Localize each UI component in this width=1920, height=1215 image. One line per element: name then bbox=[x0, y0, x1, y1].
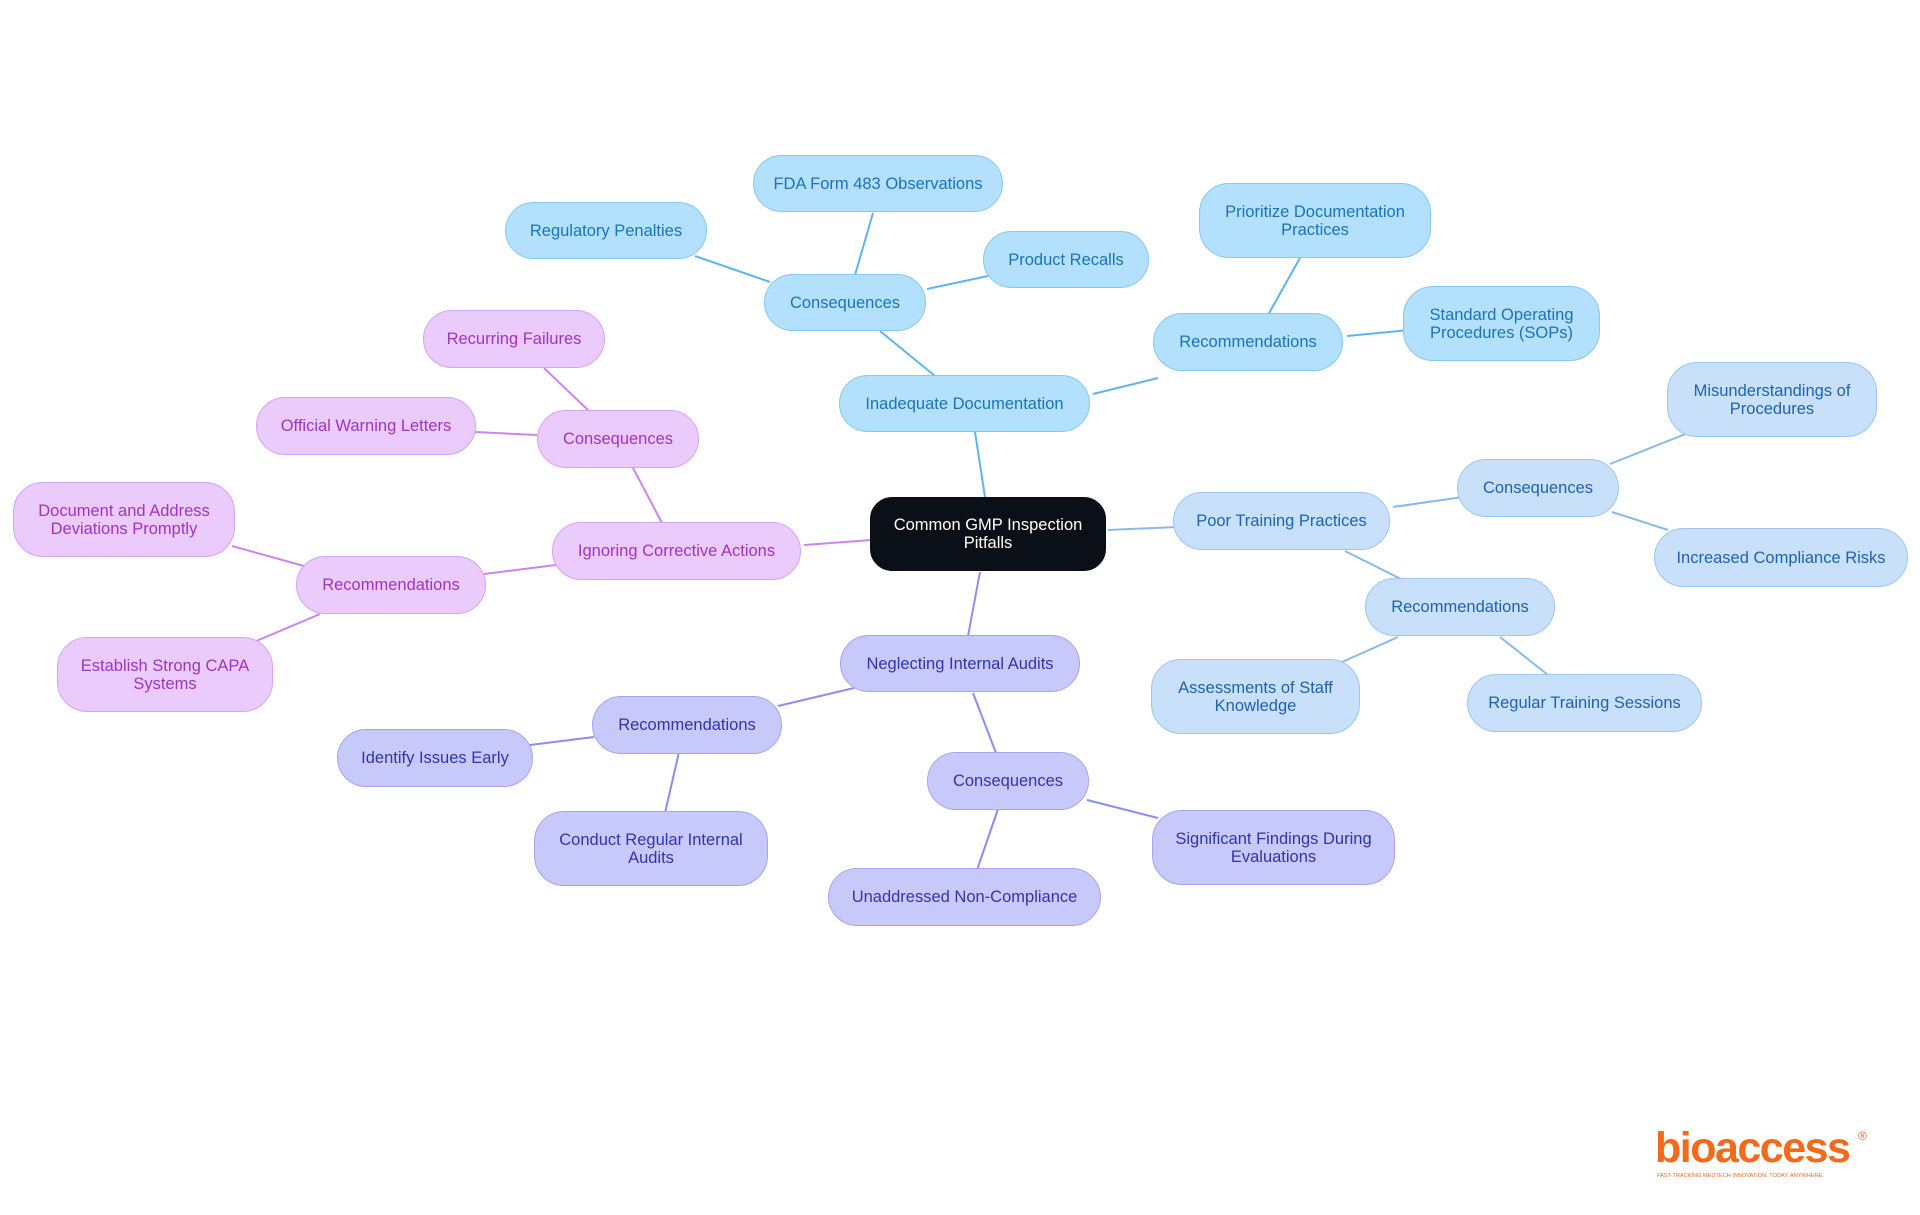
edge-root-training bbox=[1107, 526, 1178, 531]
edge-corrective-cons-warning bbox=[474, 431, 538, 436]
corrective-recommendation-document-deviations: Document and Address Deviations Promptly bbox=[13, 482, 235, 557]
edge-doc-cons-recalls bbox=[926, 275, 989, 290]
edge-audits-rec-identify bbox=[529, 736, 595, 746]
edge-root-doc bbox=[974, 431, 986, 498]
edge-corrective-rec-capa bbox=[253, 613, 321, 643]
edge-corrective-recommendations bbox=[483, 564, 557, 575]
audits-recommendations-node: Recommendations bbox=[592, 696, 782, 754]
edge-root-audits bbox=[967, 571, 981, 637]
logo-wordmark: bioaccess bbox=[1655, 1125, 1850, 1172]
edge-training-recommendations bbox=[1344, 550, 1404, 581]
edge-root-corrective bbox=[803, 539, 873, 546]
doc-consequence-fda-form-483: FDA Form 483 Observations bbox=[753, 155, 1003, 212]
edge-corrective-consequences bbox=[631, 465, 663, 524]
corrective-recommendation-capa-systems: Establish Strong CAPA Systems bbox=[57, 637, 273, 712]
edge-doc-rec-prioritize bbox=[1267, 257, 1301, 316]
edge-doc-recommendations bbox=[1092, 377, 1159, 395]
training-recommendations-node: Recommendations bbox=[1365, 578, 1555, 636]
corrective-consequence-warning-letters: Official Warning Letters bbox=[256, 397, 476, 455]
edge-doc-consequences bbox=[879, 330, 936, 377]
branch-neglecting-internal-audits: Neglecting Internal Audits bbox=[840, 635, 1080, 692]
edge-audits-consequences bbox=[972, 692, 997, 754]
training-recommendation-staff-assessments: Assessments of Staff Knowledge bbox=[1151, 659, 1360, 734]
edge-training-cons-misunderstandings bbox=[1609, 432, 1689, 465]
training-consequence-compliance-risks: Increased Compliance Risks bbox=[1654, 528, 1908, 587]
edge-doc-rec-sops bbox=[1346, 329, 1411, 337]
doc-consequences-node: Consequences bbox=[764, 274, 926, 331]
edge-training-cons-risks bbox=[1611, 511, 1669, 531]
edge-doc-cons-penalties bbox=[694, 255, 771, 283]
doc-recommendations-node: Recommendations bbox=[1153, 313, 1343, 371]
branch-inadequate-documentation: Inadequate Documentation bbox=[839, 375, 1090, 432]
edge-doc-cons-fda bbox=[854, 212, 874, 276]
edge-corrective-cons-recurring bbox=[543, 367, 590, 412]
audits-consequences-node: Consequences bbox=[927, 752, 1089, 810]
edge-training-rec-assessments bbox=[1339, 636, 1399, 664]
doc-recommendation-sops: Standard Operating Procedures (SOPs) bbox=[1403, 286, 1600, 361]
bioaccess-logo: bioaccess ® FAST-TRACKING MEDTECH INNOVA… bbox=[1655, 1125, 1867, 1179]
corrective-consequences-node: Consequences bbox=[537, 410, 699, 468]
training-consequences-node: Consequences bbox=[1457, 459, 1619, 517]
edge-corrective-rec-document bbox=[231, 545, 305, 567]
edge-audits-cons-unaddressed bbox=[976, 808, 999, 871]
doc-consequence-regulatory-penalties: Regulatory Penalties bbox=[505, 202, 707, 259]
audits-consequence-significant-findings: Significant Findings During Evaluations bbox=[1152, 810, 1395, 885]
branch-ignoring-corrective-actions: Ignoring Corrective Actions bbox=[552, 522, 801, 580]
audits-consequence-unaddressed: Unaddressed Non-Compliance bbox=[828, 868, 1101, 926]
branch-poor-training-practices: Poor Training Practices bbox=[1173, 492, 1390, 550]
audits-recommendation-identify-issues: Identify Issues Early bbox=[337, 729, 533, 787]
doc-recommendation-prioritize-documentation: Prioritize Documentation Practices bbox=[1199, 183, 1431, 258]
audits-recommendation-conduct-audits: Conduct Regular Internal Audits bbox=[534, 811, 768, 886]
logo-tagline: FAST-TRACKING MEDTECH INNOVATION. TODAY.… bbox=[1657, 1173, 1824, 1179]
edge-training-rec-sessions bbox=[1499, 636, 1549, 676]
corrective-consequence-recurring-failures: Recurring Failures bbox=[423, 310, 605, 368]
corrective-recommendations-node: Recommendations bbox=[296, 556, 486, 614]
doc-consequence-product-recalls: Product Recalls bbox=[983, 231, 1149, 288]
training-consequence-misunderstandings: Misunderstandings of Procedures bbox=[1667, 362, 1877, 437]
edge-audits-cons-findings bbox=[1086, 799, 1159, 819]
edge-training-consequences bbox=[1392, 496, 1464, 508]
logo-registered-mark: ® bbox=[1858, 1129, 1867, 1143]
edge-audits-recommendations bbox=[777, 687, 855, 707]
edge-audits-rec-conduct bbox=[664, 751, 680, 814]
root-node: Common GMP Inspection Pitfalls bbox=[870, 497, 1106, 571]
training-recommendation-regular-sessions: Regular Training Sessions bbox=[1467, 674, 1702, 732]
